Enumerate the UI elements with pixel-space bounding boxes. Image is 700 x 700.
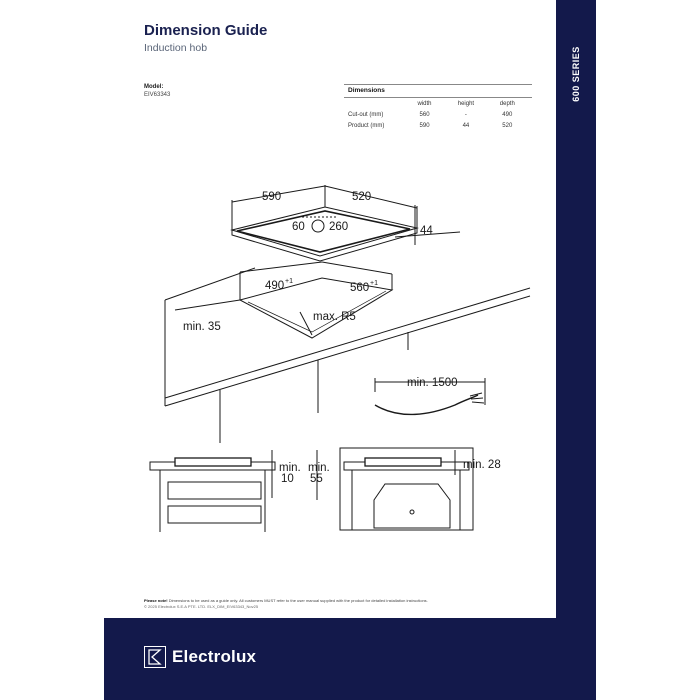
dim-line-520 <box>324 185 418 209</box>
dim-label-radius: max. R5 <box>313 311 356 323</box>
installation-diagram: 590 520 44 60 260 490 +1 560 +1 max. R5 … <box>130 170 540 540</box>
hob-section <box>364 457 442 467</box>
page-title: Dimension Guide <box>144 22 268 39</box>
table-row: Cut-out (mm) 560 - 490 <box>344 109 532 120</box>
electrolux-logo-icon <box>144 646 166 668</box>
dim-label-cable-left: 60 <box>292 221 305 233</box>
cable-wires <box>469 392 485 404</box>
drawer-front <box>167 481 262 500</box>
note-text: Dimensions to be used as a guide only. A… <box>167 598 428 603</box>
dim-label-cutout-depth: 490 <box>265 280 284 292</box>
dimensions-table: Dimensions width height depth Cut-out (m… <box>344 84 532 131</box>
dim-label-gap-b-line2: 55 <box>310 473 323 485</box>
dim-label-gap-b-line1: min. <box>308 462 330 474</box>
cutout-outline <box>238 277 394 339</box>
dim-label-gap-c: min. 28 <box>463 459 501 471</box>
hob-glass <box>236 210 411 253</box>
column-header: height <box>457 100 475 107</box>
cell-height: 44 <box>462 122 470 129</box>
dim-line-590 <box>231 185 326 203</box>
row-label: Cut-out (mm) <box>348 111 384 118</box>
dim-label-edge-distance: min. 35 <box>183 321 221 333</box>
series-text: 600 SERIES <box>571 46 581 102</box>
model-value: EIV63343 <box>144 92 171 98</box>
dim-label-gap-a-line1: min. <box>279 462 301 474</box>
oven-handle-icon <box>409 509 415 515</box>
dim-label-gap-a-line2: 10 <box>281 473 294 485</box>
brand-footer <box>104 618 556 700</box>
counter-front-edge-lower <box>164 295 531 407</box>
disclaimer-note: Please note! Dimensions to be used as a … <box>144 598 544 603</box>
diagram-drawing: 590 520 44 60 260 490 +1 560 +1 max. R5 … <box>149 185 531 532</box>
column-header: width <box>417 100 432 107</box>
dimensions-header-row: width height depth <box>344 98 532 109</box>
oven-body <box>373 483 451 529</box>
dim-line-490 <box>239 261 323 273</box>
note-label: Please note! <box>144 598 168 603</box>
hob-section <box>174 457 252 467</box>
cell-width: 560 <box>419 111 430 118</box>
power-cable <box>374 394 479 416</box>
dim-label-product-width: 590 <box>262 191 281 203</box>
cutout-inner <box>247 290 387 333</box>
hob-top <box>230 206 419 257</box>
dim-label-cutout-width-tolerance: +1 <box>370 280 378 287</box>
dimensions-table-title: Dimensions <box>344 84 532 98</box>
radius-leader <box>299 311 313 336</box>
dim-label-product-depth: 520 <box>352 191 371 203</box>
cell-height: - <box>464 111 467 118</box>
dim-label-cable-right: 260 <box>329 221 348 233</box>
drawer-front <box>167 505 262 524</box>
hob-side <box>231 228 418 262</box>
dim-line-560 <box>321 261 393 275</box>
brand-lockup: Electrolux <box>144 646 256 668</box>
dim-line-35 <box>174 299 241 311</box>
copyright-text: © 2025 Electrolux S.E.A PTE. LTD. ELX_DI… <box>144 604 259 609</box>
column-header: depth <box>499 100 515 107</box>
cable-entry-icon <box>311 219 325 233</box>
model-label: Model: <box>144 84 164 90</box>
cell-depth: 520 <box>502 122 513 129</box>
page-subtitle: Induction hob <box>144 42 208 54</box>
row-label: Product (mm) <box>348 122 385 129</box>
series-label: 600 SERIES <box>556 14 596 134</box>
dim-label-cutout-depth-tolerance: +1 <box>285 278 293 285</box>
counter-back-left-line <box>164 267 256 301</box>
cell-width: 590 <box>419 122 430 129</box>
cell-depth: 490 <box>502 111 513 118</box>
dim-label-height: 44 <box>420 225 433 237</box>
brand-name: Electrolux <box>172 647 257 666</box>
table-row: Product (mm) 590 44 520 <box>344 120 532 131</box>
counter-front-edge-upper <box>164 287 531 399</box>
series-sidebar <box>556 0 596 700</box>
dim-label-cutout-width: 560 <box>350 282 369 294</box>
dim-label-cable-length: min. 1500 <box>407 377 458 389</box>
oven-frame <box>339 447 474 531</box>
column-header <box>348 101 404 107</box>
